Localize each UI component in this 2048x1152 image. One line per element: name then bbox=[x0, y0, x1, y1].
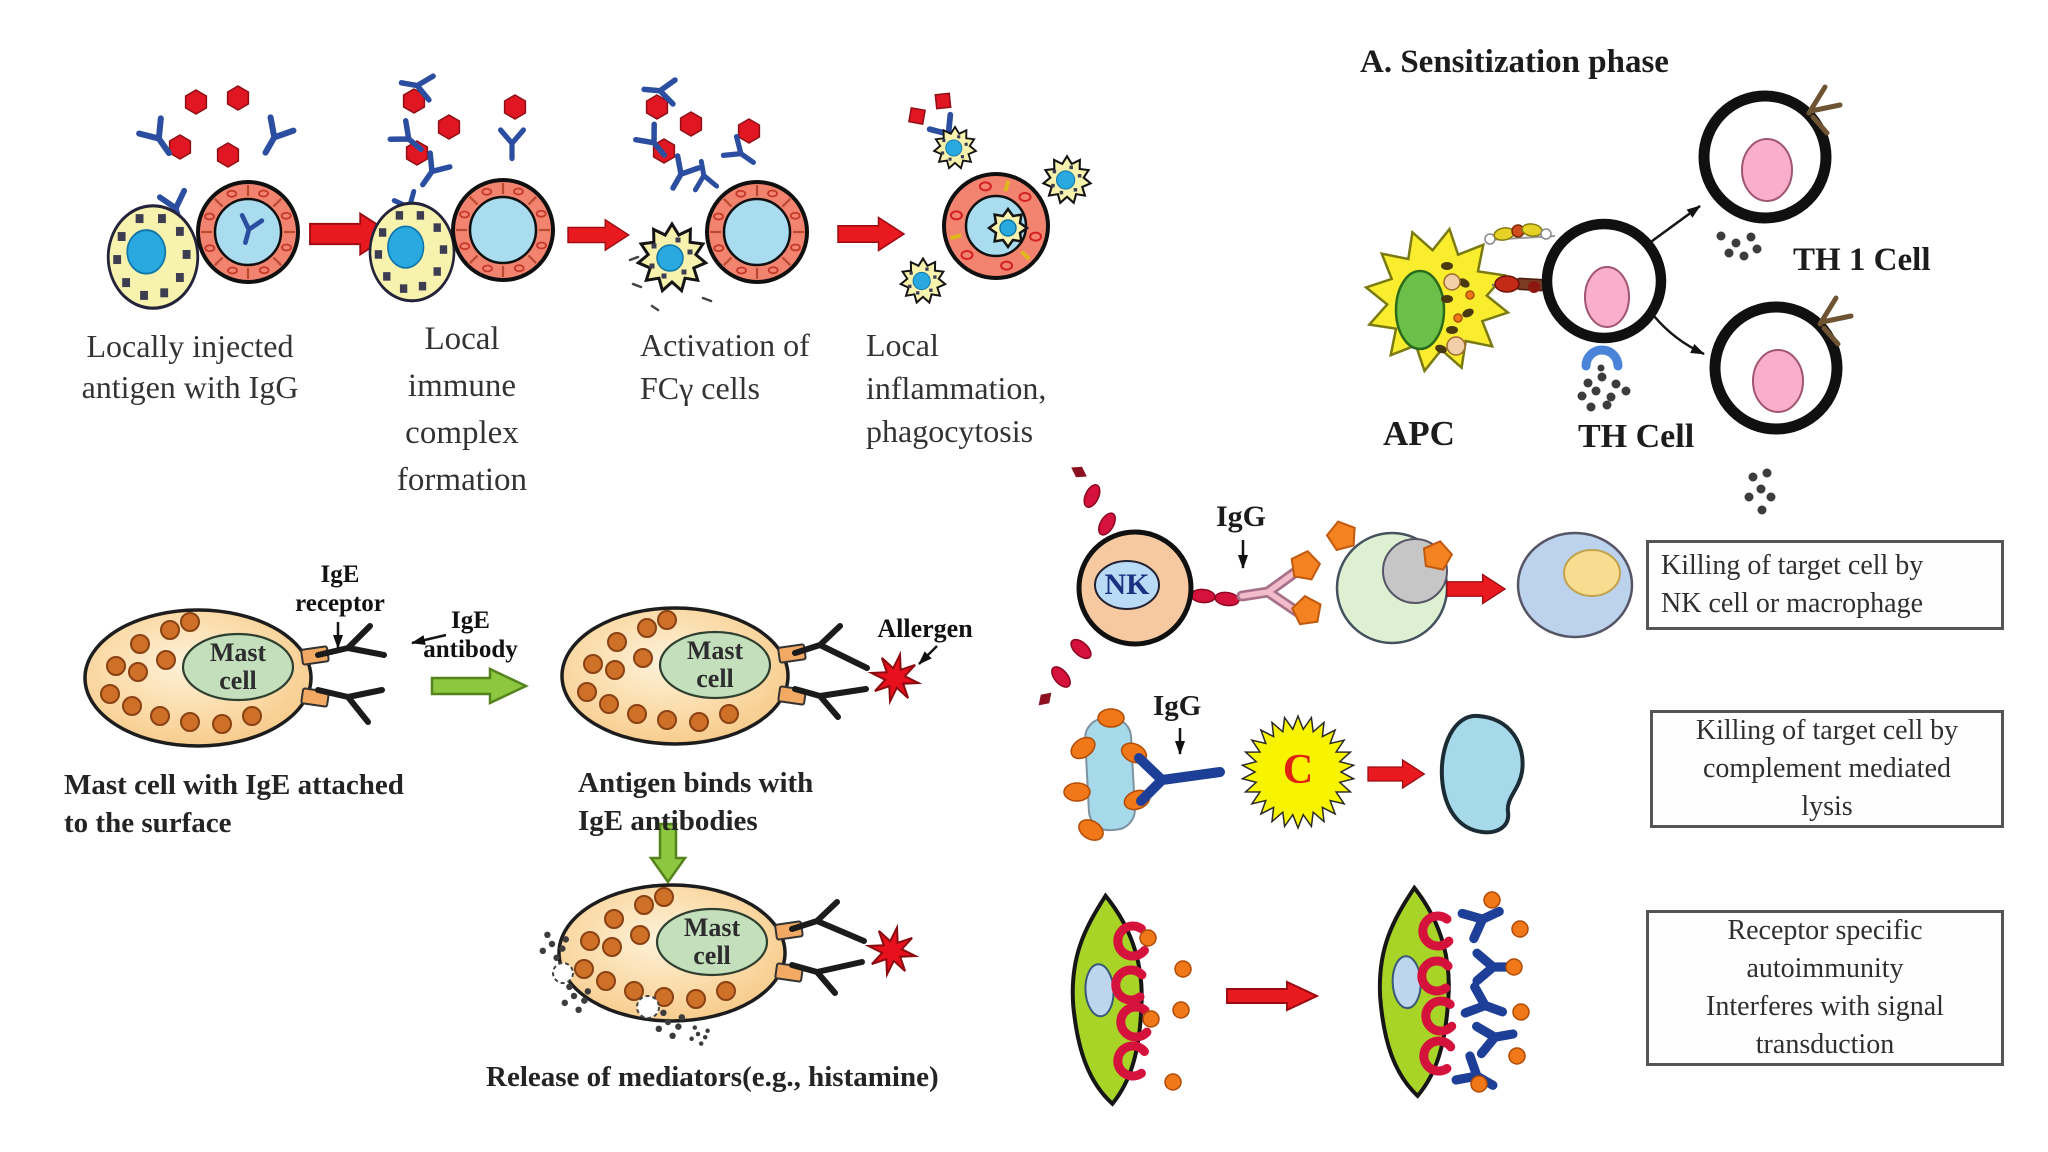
panel-immune-complex bbox=[368, 71, 555, 303]
igg-antibody-adcc bbox=[1236, 540, 1305, 619]
allergen-label: Allergen bbox=[877, 614, 973, 643]
panel-fc-activation bbox=[628, 77, 809, 312]
complement-burst bbox=[1240, 713, 1356, 831]
result-box-adcc-text: Killing of target cell by NK cell or mac… bbox=[1661, 550, 1924, 619]
th1-cell-bottom bbox=[1715, 298, 1851, 515]
apc-cell bbox=[1363, 226, 1511, 374]
differentiation-arrows bbox=[1647, 204, 1705, 356]
mast-cell-3 bbox=[539, 883, 920, 1046]
apc-label: APC bbox=[1383, 414, 1455, 453]
caption-step4: Local inflammation, phagocytosis bbox=[866, 327, 1047, 449]
mast-arrow-down bbox=[648, 822, 688, 885]
step-arrow-2 bbox=[567, 219, 630, 251]
target-cell-adcc bbox=[1287, 516, 1456, 645]
sensitization-title: A. Sensitization phase bbox=[1360, 44, 1669, 80]
nk-cell bbox=[1038, 466, 1241, 706]
step-arrow-3 bbox=[837, 216, 905, 252]
th-cell-label: TH Cell bbox=[1578, 418, 1695, 455]
panel-phagocytosis bbox=[899, 92, 1092, 304]
result-box-receptor: Receptor specific autoimmunity Interfere… bbox=[1646, 910, 2004, 1066]
th1-cell-label: TH 1 Cell bbox=[1793, 242, 1931, 278]
igg-antibody-complement bbox=[1134, 728, 1225, 806]
nk-label: NK bbox=[1104, 568, 1150, 601]
result-box-complement-text: Killing of target cell by complement med… bbox=[1695, 715, 1959, 822]
apc-th-connectors bbox=[1484, 223, 1557, 293]
mast-arrow-right bbox=[430, 667, 529, 705]
panel-injected-antigen bbox=[106, 85, 300, 310]
result-arrow-complement bbox=[1367, 759, 1425, 789]
mast-nucleus-label-1: Mast cell bbox=[209, 638, 267, 695]
result-box-receptor-text: Receptor specific autoimmunity Interfere… bbox=[1706, 915, 1944, 1060]
caption-step2: Local immune complex formation bbox=[396, 321, 528, 498]
mast-cell-1 bbox=[83, 608, 447, 748]
killed-cell-adcc bbox=[1516, 531, 1634, 639]
caption-step3: Activation of FCγ cells bbox=[640, 327, 810, 406]
th-cell bbox=[1547, 224, 1661, 412]
result-arrow-adcc bbox=[1446, 573, 1506, 605]
receptor-cell-after bbox=[1376, 887, 1530, 1097]
complement-c-label: C bbox=[1282, 747, 1314, 793]
igg-label-adcc: IgG bbox=[1216, 500, 1267, 533]
result-box-complement: Killing of target cell by complement med… bbox=[1650, 710, 2004, 828]
mast-nucleus-label-2: Mast cell bbox=[686, 636, 744, 693]
mast-caption-2: Antigen binds with IgE antibodies bbox=[578, 767, 814, 837]
ige-antibody-label: IgE antibody bbox=[423, 607, 518, 663]
mast-cell-2 bbox=[560, 606, 938, 746]
th1-cell-top bbox=[1704, 87, 1840, 261]
result-arrow-receptor bbox=[1226, 980, 1320, 1012]
mast-nucleus-label-3: Mast cell bbox=[683, 913, 741, 970]
caption-step1: Locally injected antigen with IgG bbox=[81, 328, 299, 405]
lysed-cell bbox=[1439, 713, 1525, 835]
mast-caption-3: Release of mediators(e.g., histamine) bbox=[486, 1061, 939, 1093]
igg-label-complement: IgG bbox=[1153, 690, 1202, 722]
ige-receptor-label: IgE receptor bbox=[295, 561, 385, 617]
result-box-adcc: Killing of target cell by NK cell or mac… bbox=[1646, 540, 2004, 630]
receptor-cell-before bbox=[1068, 894, 1192, 1105]
mast-caption-1: Mast cell with IgE attached to the surfa… bbox=[64, 769, 404, 839]
target-cell-complement bbox=[1063, 708, 1151, 841]
